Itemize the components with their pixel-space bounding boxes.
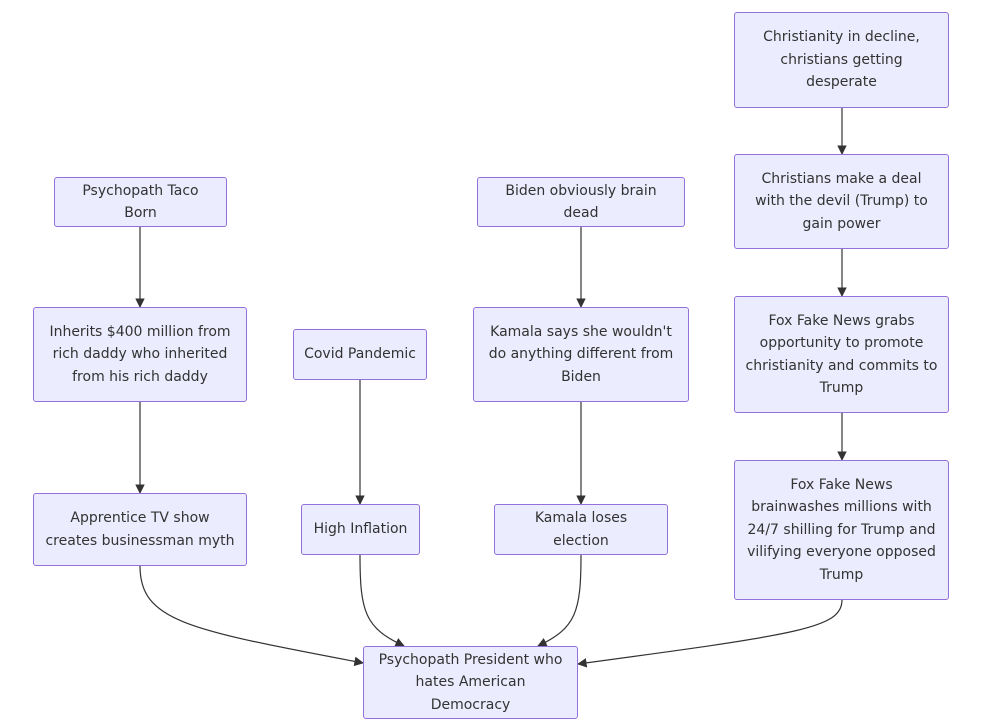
node-biden: Biden obviously brain dead [477, 177, 685, 227]
node-christianity-decline: Christianity in decline, christians gett… [734, 12, 949, 108]
node-christians-deal: Christians make a deal with the devil (T… [734, 154, 949, 249]
node-fox-brainwashes: Fox Fake News brainwashes millions with … [734, 460, 949, 600]
edge-kamala-loses-to-president [537, 554, 582, 647]
node-covid: Covid Pandemic [293, 329, 427, 380]
node-inherits: Inherits $400 million from rich daddy wh… [33, 307, 247, 402]
node-kamala-loses: Kamala loses election [494, 504, 668, 555]
edge-apprentice-to-president [139, 565, 364, 667]
node-fox-grabs: Fox Fake News grabs opportunity to promo… [734, 296, 949, 413]
node-taco-born: Psychopath Taco Born [54, 177, 227, 227]
edge-brainwashes-to-president [577, 599, 843, 668]
edge-inflation-to-president [359, 554, 405, 647]
node-kamala-says: Kamala says she wouldn't do anything dif… [473, 307, 689, 402]
node-president: Psychopath President who hates American … [363, 646, 578, 719]
node-apprentice: Apprentice TV show creates businessman m… [33, 493, 247, 566]
node-inflation: High Inflation [301, 504, 420, 555]
